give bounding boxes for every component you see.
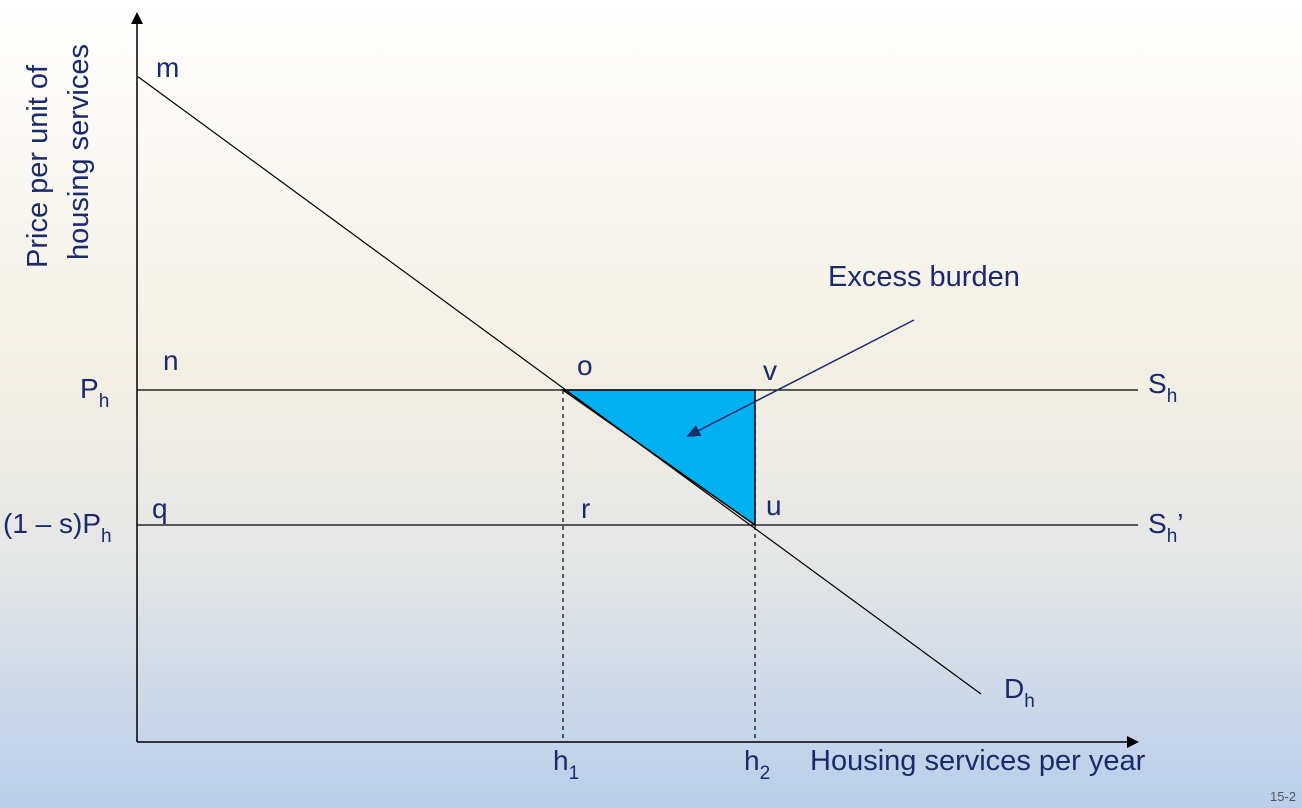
point-label-v: v (763, 355, 777, 386)
demand-curve (136, 75, 982, 695)
price-label-ph: Ph (80, 373, 109, 412)
point-label-u: u (766, 490, 782, 521)
price-label-subsidized: (1 – s)Ph (3, 508, 112, 547)
point-label-q: q (152, 493, 168, 524)
quantity-label-h1: h1 (553, 745, 579, 784)
supply-label-sh: Sh (1148, 368, 1177, 407)
slide-number: 15-2 (1269, 789, 1296, 804)
x-axis-title: Housing services per year (810, 745, 1146, 777)
y-axis-title-line2: housing services (63, 44, 95, 260)
point-label-n: n (163, 345, 179, 376)
demand-label-dh: Dh (1004, 673, 1035, 712)
quantity-label-h2: h2 (744, 745, 770, 784)
point-label-r: r (581, 493, 590, 524)
point-label-o: o (577, 350, 593, 381)
point-label-m: m (156, 52, 179, 83)
y-axis-title-line1: Price per unit of (22, 64, 54, 268)
supply-label-sh-prime: Sh’ (1148, 508, 1184, 547)
excess-burden-arrow (686, 319, 915, 437)
excess-burden-label: Excess burden (828, 261, 1020, 293)
